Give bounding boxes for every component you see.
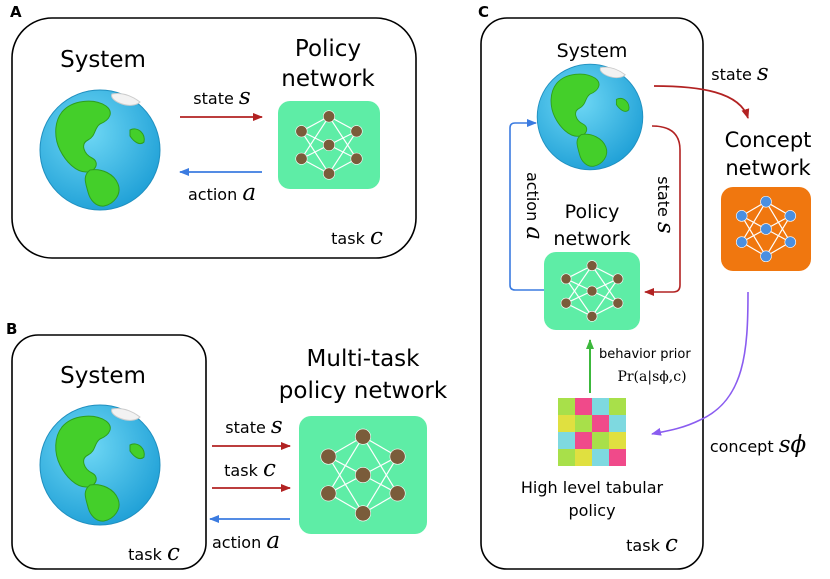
panel-c-action-arrow [509, 119, 545, 291]
panel-a-network-title-line2: network [281, 66, 375, 92]
concept-arrow [651, 291, 749, 436]
tabular-cell [592, 432, 609, 449]
panel-c-task-label: task c [626, 531, 678, 557]
panel-a-task-label: task c [331, 224, 383, 250]
panel-c-action-label: action a [521, 172, 547, 240]
earth-globe-icon [39, 89, 161, 211]
tabular-cell [592, 415, 609, 432]
tabular-cell [592, 449, 609, 466]
behavior-prior-formula: Pr(a|sϕ,c) [617, 369, 686, 385]
neural-network-icon [299, 416, 427, 534]
earth-globe-icon [39, 404, 161, 526]
tabular-cell [558, 415, 575, 432]
concept-network-title-line1: Concept [725, 128, 812, 152]
panel-b-state-label: state s [225, 413, 283, 439]
panel-b-letter: B [6, 320, 17, 338]
panel-a-frame [11, 17, 417, 259]
earth-globe-icon [536, 63, 644, 171]
tabular-cell [592, 398, 609, 415]
tabular-cell [558, 398, 575, 415]
tabular-cell [609, 415, 626, 432]
panel-c-state-out-label: state s [711, 60, 769, 86]
tabular-cell [558, 449, 575, 466]
concept-network-title-line2: network [725, 156, 811, 180]
panel-c-state-arrow [644, 125, 681, 296]
panel-c-policy-title-line1: Policy [565, 201, 620, 223]
panel-a-state-label: state s [193, 84, 251, 110]
behavior-prior-label: behavior prior [599, 347, 691, 362]
panel-b-frame [11, 334, 207, 570]
tabular-cell [575, 415, 592, 432]
tabular-cell [575, 449, 592, 466]
panel-c-letter: C [478, 3, 489, 21]
neural-network-icon [721, 187, 811, 271]
neural-network-icon [278, 101, 380, 189]
panel-c-system-title: System [557, 40, 628, 62]
panel-b-task-label: task c [128, 540, 180, 566]
tabular-policy-grid [558, 398, 626, 466]
panel-c-state-to-concept-arrow [653, 85, 750, 119]
panel-c-policy-title-line2: network [553, 228, 630, 250]
tabular-cell [575, 398, 592, 415]
panel-c-frame [480, 17, 704, 570]
panel-a-action-label: action a [188, 180, 256, 206]
panel-c-state-in-label: state s [652, 176, 678, 234]
concept-label: concept sϕ [710, 432, 807, 458]
tabular-cell [609, 398, 626, 415]
tabular-cell [609, 432, 626, 449]
panel-a-letter: A [10, 3, 22, 21]
panel-a-system-title: System [60, 47, 146, 73]
panel-b-task-input-label: task c [224, 456, 276, 482]
panel-b-system-title: System [60, 363, 146, 389]
panel-b-network-title-line1: Multi-task [307, 346, 421, 372]
neural-network-icon [544, 252, 640, 330]
tabular-cell [575, 432, 592, 449]
panel-b-network-title-line2: policy network [279, 378, 448, 404]
tabular-policy-label-line2: policy [568, 501, 615, 520]
tabular-cell [558, 432, 575, 449]
tabular-cell [609, 449, 626, 466]
tabular-policy-label-line1: High level tabular [521, 478, 664, 497]
panel-a-network-title-line1: Policy [295, 36, 361, 62]
panel-b-action-label: action a [212, 528, 280, 554]
